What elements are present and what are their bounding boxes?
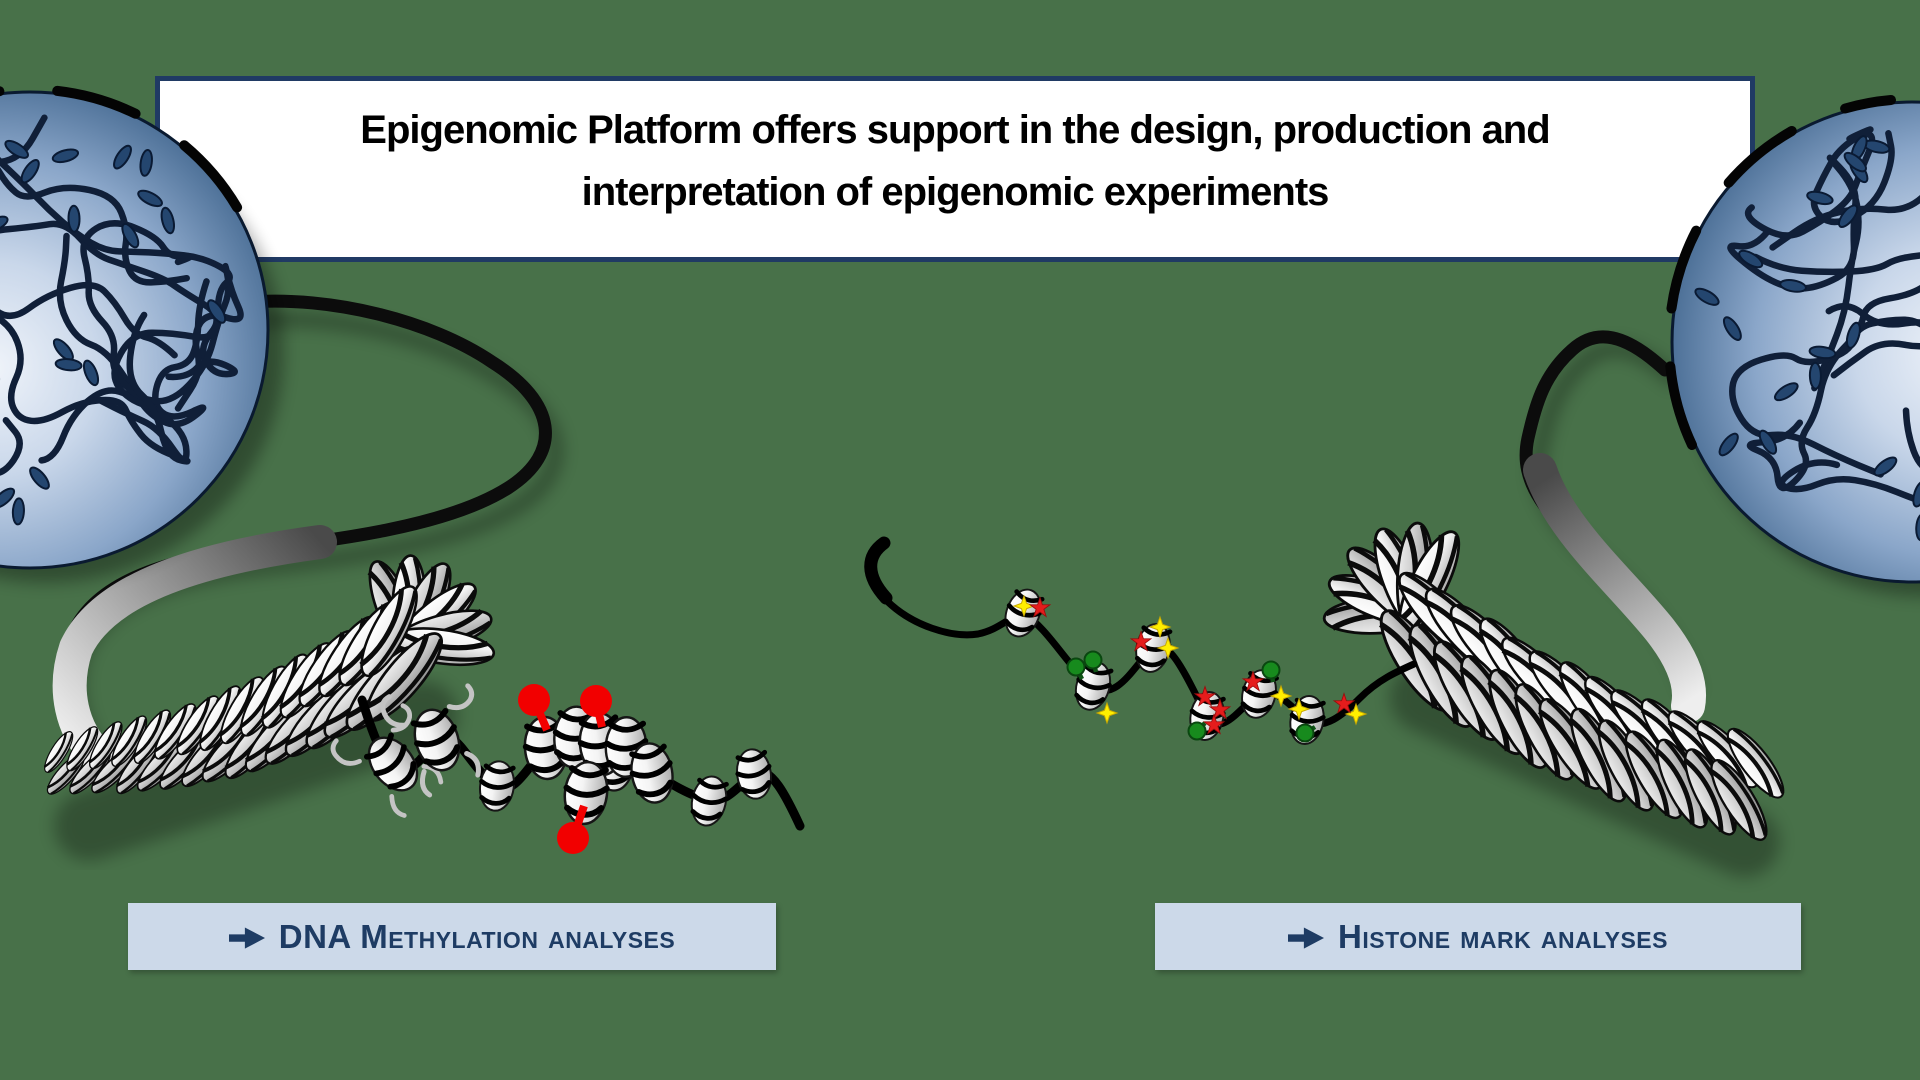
histone-mark-label-text: Histone mark analyses [1338,917,1668,955]
arrow-right-icon [1288,926,1324,949]
title-banner: Epigenomic Platform offers support in th… [155,76,1755,262]
banner-title-line1: Epigenomic Platform offers support in th… [360,108,1550,152]
methylation-marks [518,684,612,854]
dna-methylation-label-text: DNA Methylation analyses [278,917,676,955]
histone-marks [1013,595,1367,743]
right-chromatin-fiber [1323,522,1792,878]
banner-title-line2: interpretation of epigenomic experiments [581,170,1330,214]
left-chromatin-fiber [38,555,496,861]
right-dna-ribbon [1519,330,1707,723]
histone-mark-nucleosome-chain [864,536,1418,747]
dna-methylation-label: DNA Methylation analyses [128,903,776,970]
left-dna-ribbon [52,294,563,773]
dna-methylation-nucleosome-chain [330,683,805,829]
histone-mark-label: Histone mark analyses [1155,903,1801,970]
arrow-right-icon [228,926,265,949]
